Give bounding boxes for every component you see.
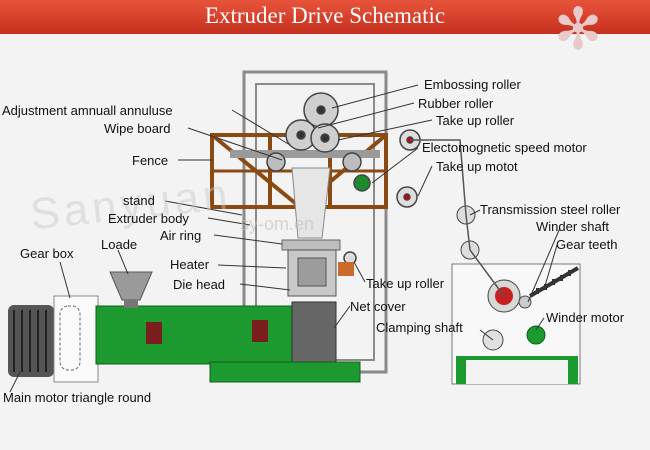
watermark-url: sy-om.en — [240, 214, 315, 234]
label-gear-teeth: Gear teeth — [556, 237, 618, 252]
title-banner — [0, 0, 650, 34]
label-gear-box: Gear box — [20, 246, 74, 261]
roller-group — [266, 92, 421, 265]
film-bubble — [291, 167, 331, 239]
label-winder-motor: Winder motor — [546, 310, 625, 325]
net-cover-shape — [291, 301, 337, 367]
winder-motor-shape — [526, 325, 546, 345]
label-take-up-motor: Take up motot — [436, 159, 518, 174]
diagram-title: Extruder Drive Schematic — [204, 3, 446, 28]
label-net-cover: Net cover — [350, 299, 406, 314]
label-transmission-roller: Transmission steel roller — [480, 202, 621, 217]
label-rubber-roller: Rubber roller — [418, 96, 494, 111]
label-embossing-roller: Embossing roller — [424, 77, 521, 92]
hopper-shape — [109, 271, 153, 301]
snowflake-icon: ✻ — [553, 0, 603, 62]
extruder-base — [209, 361, 361, 383]
label-main-motor: Main motor triangle round — [3, 390, 152, 405]
label-fence: Fence — [132, 153, 169, 168]
label-loade: Loade — [101, 237, 138, 252]
roller-shaft — [230, 150, 380, 158]
heater-shape — [338, 262, 354, 276]
air-ring-shape — [281, 239, 341, 251]
label-wipe-board: Wipe board — [104, 121, 171, 136]
label-extruder-body: Extruder body — [108, 211, 189, 226]
label-take-up-roller-mid: Take up roller — [366, 276, 445, 291]
label-air-ring: Air ring — [160, 228, 202, 243]
label-take-up-roller-top: Take up roller — [436, 113, 515, 128]
leader-lines — [9, 84, 561, 393]
label-adjustment: Adjustment amnuall annuluse — [2, 103, 173, 118]
label-die-head: Die head — [173, 277, 226, 292]
label-clamping-shaft: Clamping shaft — [376, 320, 463, 335]
label-stand: stand — [123, 193, 155, 208]
label-winder-shaft: Winder shaft — [536, 219, 609, 234]
label-heater: Heater — [170, 257, 210, 272]
label-electromagnetic-motor: Electomognetic speed motor — [422, 140, 587, 155]
